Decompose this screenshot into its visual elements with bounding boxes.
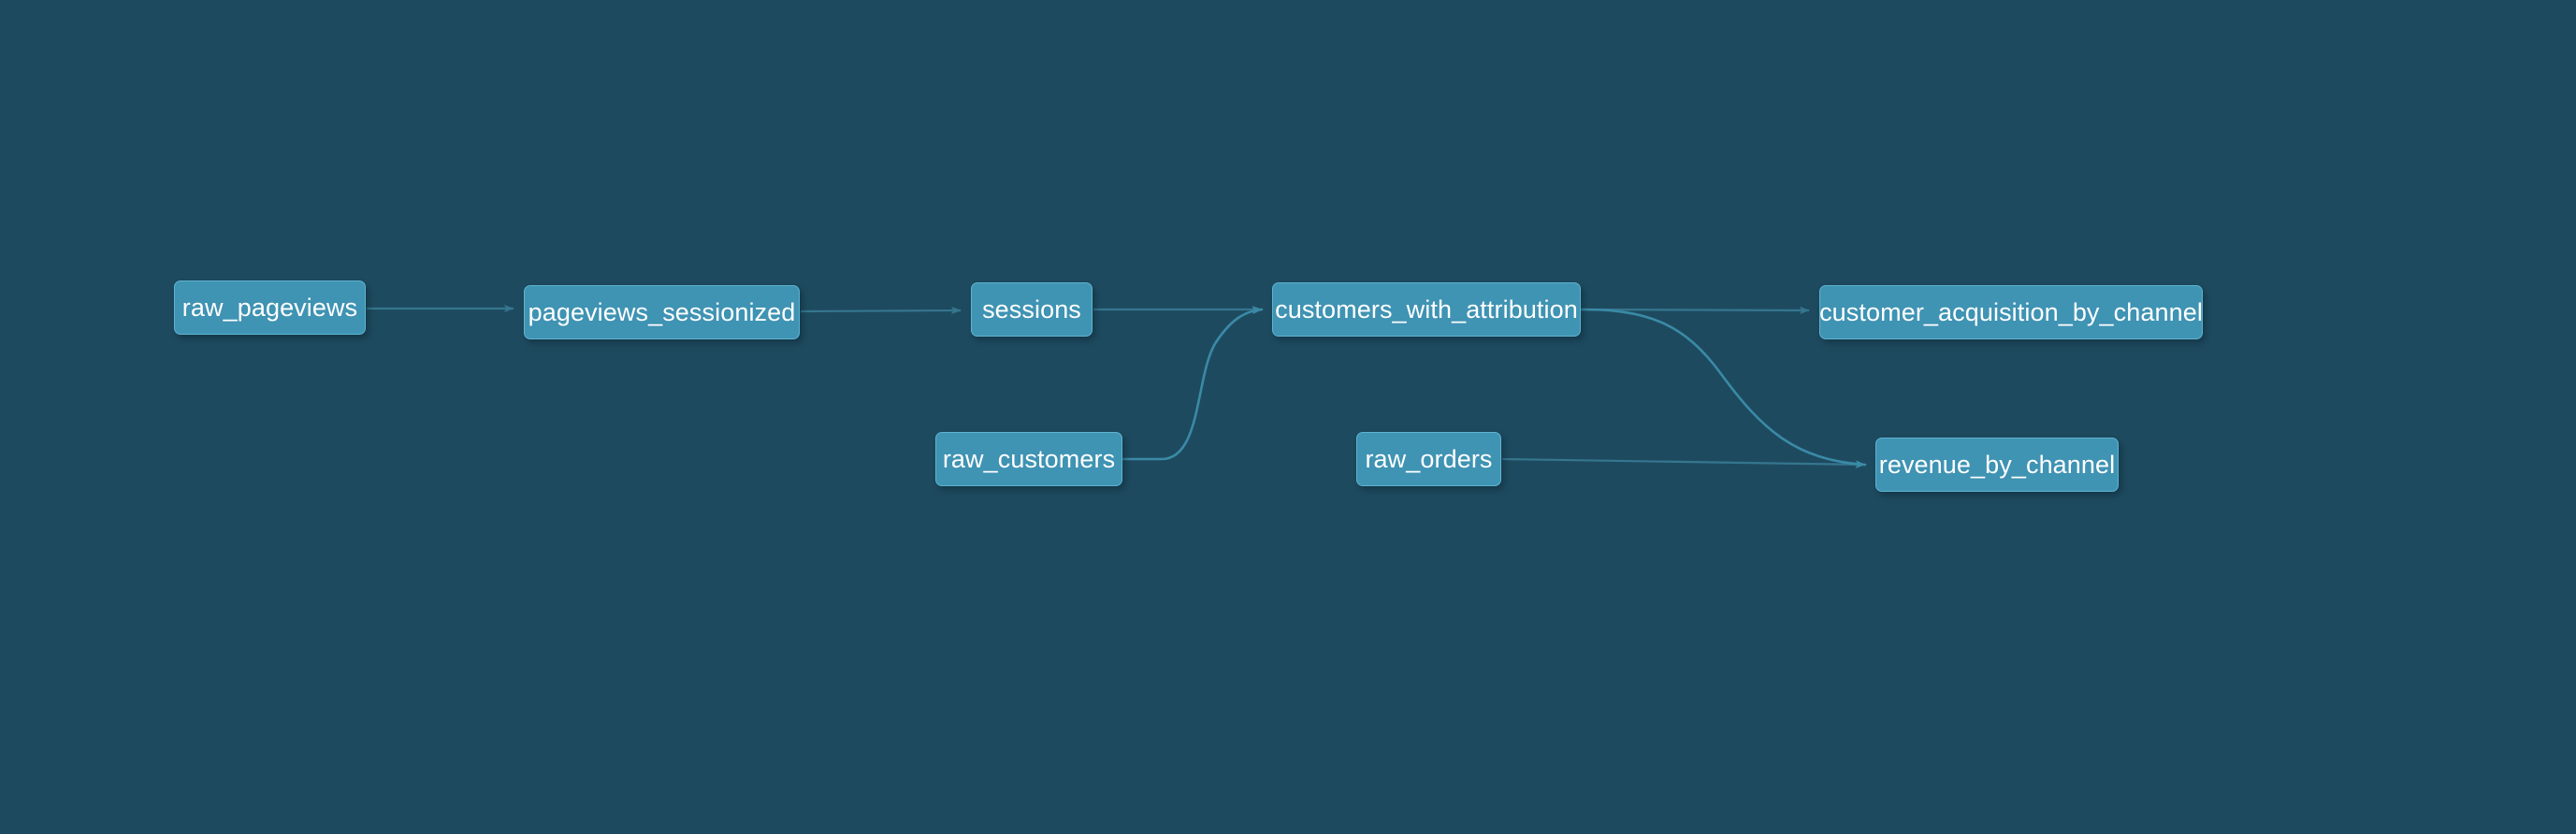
node-label: pageviews_sessionized — [528, 297, 796, 326]
node-label: customers_with_attribution — [1275, 295, 1578, 324]
edge-raw_customers-to-customers_with_attribution — [1122, 306, 1264, 461]
node-label: customer_acquisition_by_channel — [1819, 297, 2203, 326]
edge-raw_orders-to-revenue_by_channel — [1501, 457, 1866, 468]
edge-customers_with_attribution-to-customer_acquisition_by_channel — [1581, 306, 1810, 315]
node-label: raw_pageviews — [181, 293, 358, 322]
node-customer-acquisition-by-channel[interactable]: customer_acquisition_by_channel — [1819, 285, 2203, 339]
node-label: raw_customers — [942, 444, 1116, 473]
node-raw-orders[interactable]: raw_orders — [1356, 432, 1501, 486]
node-raw-pageviews[interactable]: raw_pageviews — [174, 280, 366, 335]
node-raw-customers[interactable]: raw_customers — [935, 432, 1122, 486]
node-customers-with-attribution[interactable]: customers_with_attribution — [1272, 282, 1581, 337]
edge-pageviews_sessionized-to-sessions — [800, 306, 962, 315]
node-label: revenue_by_channel — [1878, 450, 2116, 479]
node-label: raw_orders — [1365, 444, 1493, 473]
node-label: sessions — [982, 295, 1081, 324]
node-sessions[interactable]: sessions — [971, 282, 1093, 337]
node-pageviews-sessionized[interactable]: pageviews_sessionized — [524, 285, 800, 339]
node-revenue-by-channel[interactable]: revenue_by_channel — [1875, 438, 2119, 492]
